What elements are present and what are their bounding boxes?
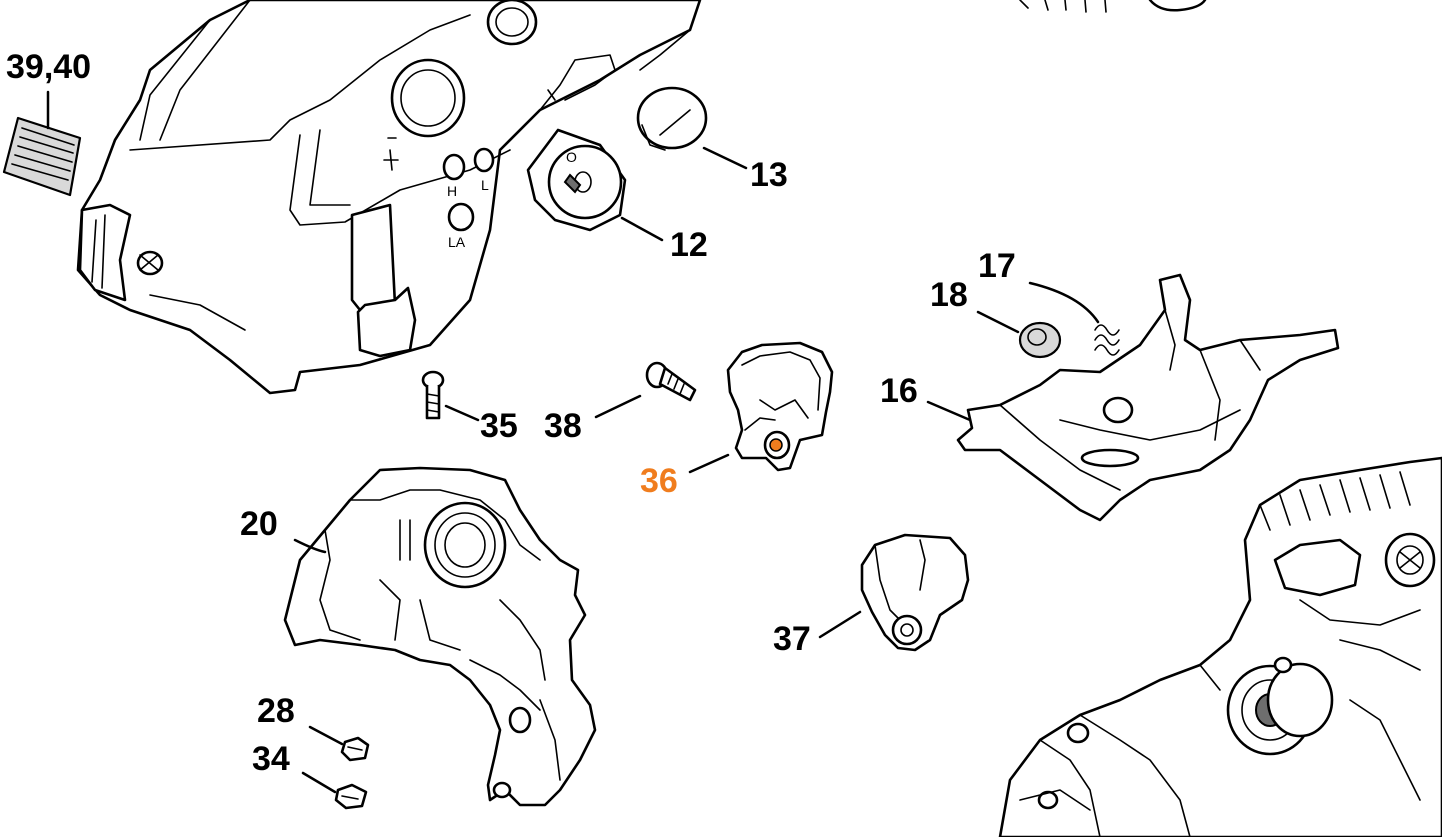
callout-37: 37 (773, 620, 811, 658)
callout-28: 28 (257, 692, 295, 730)
callout-20: 20 (240, 505, 278, 543)
shroud-cover-part: H L LA (76, 0, 702, 395)
svg-text:O: O (566, 149, 577, 165)
part-12-switch-housing: O 12 (526, 128, 708, 264)
part-20-side-plate: 20 (240, 466, 597, 807)
part-34-clip: 34 (252, 740, 368, 810)
part-36-body (726, 341, 834, 472)
callout-16: 16 (880, 372, 918, 410)
callout-38: 38 (544, 407, 582, 445)
callout-39-40: 39,40 (6, 48, 91, 86)
cover-marking-la: LA (448, 234, 466, 250)
part-36-highlighted-mount: 36 (640, 341, 834, 500)
callout-13: 13 (750, 156, 788, 194)
part-13-cap: 13 (636, 86, 788, 194)
cover-marking-l: L (481, 177, 489, 193)
engine-block-part (998, 456, 1442, 837)
part-18-grommet: 18 (930, 276, 1062, 359)
part-39-40-plate: 39,40 (2, 48, 91, 197)
part-38-screw: 38 (544, 361, 697, 445)
partial-part-top-right (1019, 0, 1207, 13)
part-37-mount: 37 (773, 533, 970, 658)
cover-marking-h: H (447, 183, 457, 199)
callout-18: 18 (930, 276, 968, 314)
callout-34: 34 (252, 740, 290, 778)
callout-36: 36 (640, 462, 678, 500)
part-28-clip: 28 (257, 692, 370, 762)
part-35-screw: 35 (421, 370, 518, 445)
callout-12: 12 (670, 226, 708, 264)
callout-35: 35 (480, 407, 518, 445)
part-16-baffle: 16 (880, 273, 1340, 522)
part-17-spring: 17 (978, 247, 1120, 356)
callout-17: 17 (978, 247, 1016, 285)
